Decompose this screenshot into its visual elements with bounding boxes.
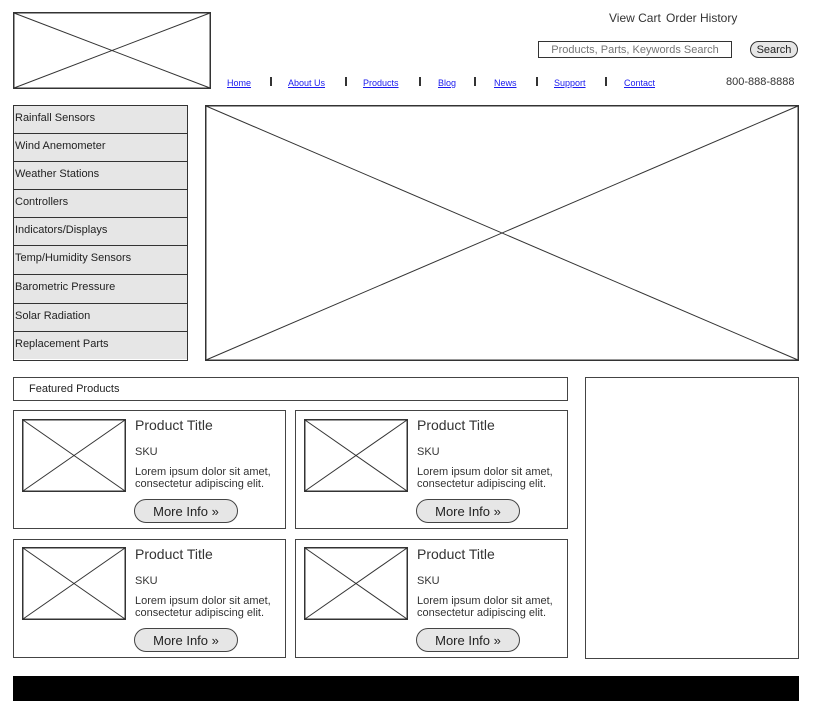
more-info-button[interactable]: More Info »: [416, 628, 520, 652]
nav-separator: [536, 77, 538, 86]
more-info-button[interactable]: More Info »: [416, 499, 520, 523]
product-title[interactable]: Product Title: [417, 417, 495, 433]
product-description-line: Lorem ipsum dolor sit amet,: [135, 595, 271, 607]
sidebar-item-label: Temp/Humidity Sensors: [15, 252, 132, 264]
sidebar-item-barometric-pressure[interactable]: Barometric Pressure: [14, 275, 187, 304]
sidebar-item-wind-anemometer[interactable]: Wind Anemometer: [14, 134, 187, 162]
nav-separator: [345, 77, 347, 86]
product-title[interactable]: Product Title: [417, 546, 495, 562]
more-info-button[interactable]: More Info »: [134, 628, 238, 652]
product-sku: SKU: [417, 446, 440, 458]
product-image[interactable]: [22, 547, 126, 620]
product-sku: SKU: [135, 446, 158, 458]
sidebar-item-replacement-parts[interactable]: Replacement Parts: [14, 332, 187, 359]
sidebar-item-controllers[interactable]: Controllers: [14, 190, 187, 218]
nav-contact-link[interactable]: Contact: [624, 78, 656, 88]
sidebar-item-label: Wind Anemometer: [15, 140, 106, 152]
product-description: Lorem ipsum dolor sit amet, consectetur …: [417, 466, 567, 490]
search-button[interactable]: Search: [750, 41, 798, 58]
product-sku: SKU: [417, 575, 440, 587]
sidebar-item-label: Indicators/Displays: [15, 224, 108, 236]
nav-home-link[interactable]: Home: [227, 78, 252, 88]
product-title[interactable]: Product Title: [135, 417, 213, 433]
product-description-line: consectetur adipiscing elit.: [417, 607, 547, 619]
nav-separator: [419, 77, 421, 86]
hero-banner-image[interactable]: [205, 105, 799, 361]
product-description: Lorem ipsum dolor sit amet, consectetur …: [135, 466, 285, 490]
category-sidebar: Rainfall Sensors Wind Anemometer Weather…: [13, 105, 188, 361]
phone-number: 800-888-8888: [726, 76, 795, 88]
sidebar-item-temp-humidity-sensors[interactable]: Temp/Humidity Sensors: [14, 246, 187, 275]
product-image[interactable]: [304, 547, 408, 620]
order-history-link[interactable]: Order History: [666, 11, 738, 25]
product-description: Lorem ipsum dolor sit amet, consectetur …: [417, 595, 567, 619]
footer-bar: [13, 676, 799, 701]
product-description-line: consectetur adipiscing elit.: [417, 478, 547, 490]
sidebar-item-indicators-displays[interactable]: Indicators/Displays: [14, 218, 187, 246]
featured-products-heading: Featured Products: [29, 383, 120, 395]
sidebar-item-label: Solar Radiation: [15, 310, 91, 322]
product-description-line: consectetur adipiscing elit.: [135, 478, 265, 490]
sidebar-item-label: Replacement Parts: [15, 338, 109, 350]
search-input[interactable]: [538, 41, 732, 58]
sidebar-item-label: Rainfall Sensors: [15, 112, 96, 124]
sidebar-item-weather-stations[interactable]: Weather Stations: [14, 162, 187, 190]
sidebar-item-solar-radiation[interactable]: Solar Radiation: [14, 304, 187, 332]
nav-blog-link[interactable]: Blog: [438, 78, 457, 88]
right-side-panel: [585, 377, 799, 659]
view-cart-link[interactable]: View Cart: [609, 11, 661, 25]
product-card: Product Title SKU Lorem ipsum dolor sit …: [295, 539, 568, 658]
sidebar-item-label: Controllers: [15, 196, 69, 208]
product-description-line: Lorem ipsum dolor sit amet,: [417, 595, 553, 607]
product-description-line: Lorem ipsum dolor sit amet,: [135, 466, 271, 478]
nav-separator: [605, 77, 607, 86]
product-card: Product Title SKU Lorem ipsum dolor sit …: [13, 539, 286, 658]
product-title[interactable]: Product Title: [135, 546, 213, 562]
product-image[interactable]: [22, 419, 126, 492]
nav-news-link[interactable]: News: [494, 78, 517, 88]
product-sku: SKU: [135, 575, 158, 587]
more-info-button[interactable]: More Info »: [134, 499, 238, 523]
product-description: Lorem ipsum dolor sit amet, consectetur …: [135, 595, 285, 619]
sidebar-item-rainfall-sensors[interactable]: Rainfall Sensors: [14, 106, 187, 134]
nav-products-link[interactable]: Products: [363, 78, 399, 88]
nav-separator: [270, 77, 272, 86]
nav-separator: [474, 77, 476, 86]
product-card: Product Title SKU Lorem ipsum dolor sit …: [13, 410, 286, 529]
featured-products-header: Featured Products: [13, 377, 568, 401]
logo-placeholder-image[interactable]: [13, 12, 211, 89]
product-description-line: Lorem ipsum dolor sit amet,: [417, 466, 553, 478]
product-description-line: consectetur adipiscing elit.: [135, 607, 265, 619]
product-card: Product Title SKU Lorem ipsum dolor sit …: [295, 410, 568, 529]
sidebar-item-label: Barometric Pressure: [15, 281, 116, 293]
nav-support-link[interactable]: Support: [554, 78, 586, 88]
nav-about-link[interactable]: About Us: [288, 78, 326, 88]
sidebar-item-label: Weather Stations: [15, 168, 100, 180]
product-image[interactable]: [304, 419, 408, 492]
